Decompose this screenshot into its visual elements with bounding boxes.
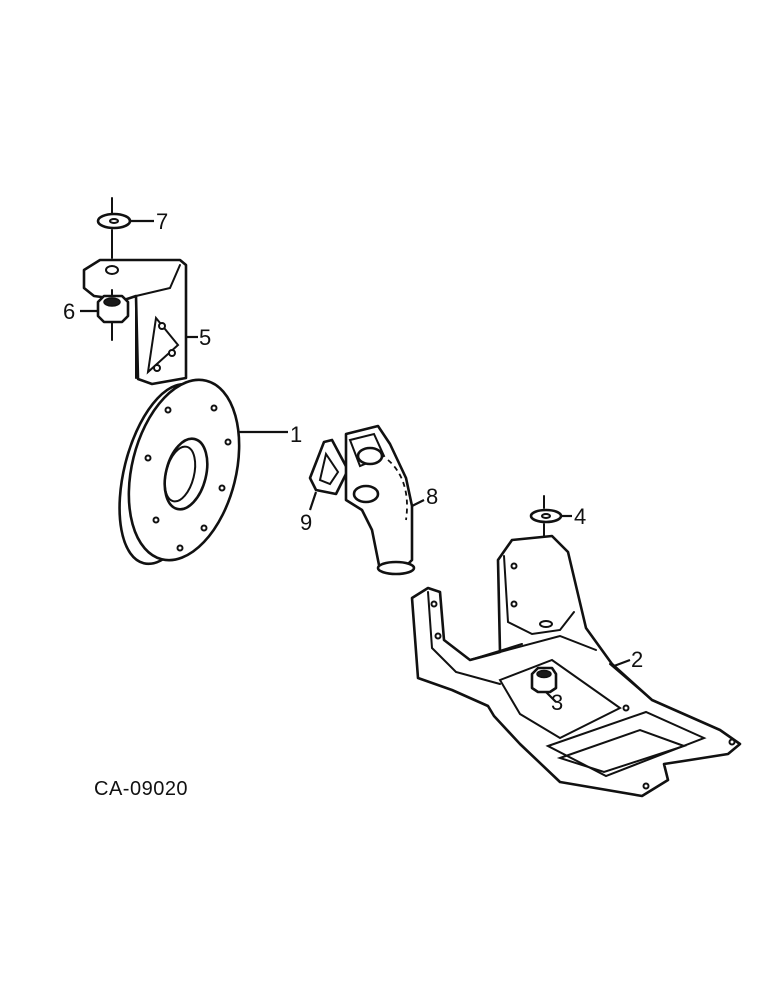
part-3-nut <box>530 666 558 694</box>
leader-lines <box>80 219 631 703</box>
part-1-cover-plate <box>118 378 241 566</box>
callout-3: 3 <box>551 690 563 715</box>
drawing-code: CA-09020 <box>94 778 188 800</box>
part-7-washer <box>96 197 132 259</box>
part-2-support <box>410 534 742 798</box>
part-6-nut <box>96 289 130 341</box>
callout-6: 6 <box>63 299 75 324</box>
part-5-bracket <box>82 258 188 386</box>
callout-2: 2 <box>631 647 643 672</box>
part-8-elbow <box>344 424 416 576</box>
callout-9: 9 <box>300 510 312 535</box>
part-9-gasket <box>308 438 350 496</box>
callout-7: 7 <box>156 209 168 234</box>
callout-5: 5 <box>199 325 211 350</box>
callout-8: 8 <box>426 484 438 509</box>
callout-1: 1 <box>290 422 302 447</box>
callout-4: 4 <box>574 504 586 529</box>
